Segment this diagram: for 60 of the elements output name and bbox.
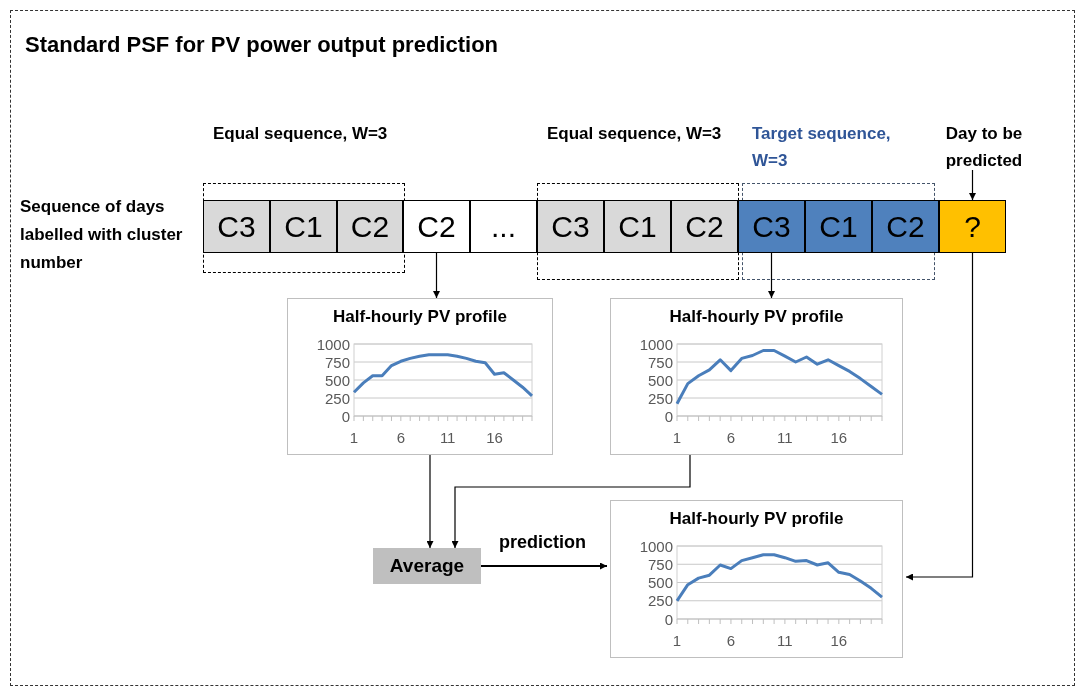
chart-title: Half-hourly PV profile [668, 509, 845, 529]
day-cell: ... [470, 200, 537, 253]
y-tick-label: 1000 [639, 335, 673, 353]
day-label: Day to be predicted [932, 120, 1036, 170]
y-tick-label: 750 [647, 353, 673, 371]
day-cell: C2 [671, 200, 738, 253]
arrow [768, 252, 775, 299]
y-tick-label: 0 [664, 407, 673, 425]
x-tick-label: 1 [672, 632, 682, 649]
y-tick-label: 0 [341, 407, 350, 425]
edge-label: prediction [497, 532, 588, 553]
diagram-title: Standard PSF for PV power output prediction [25, 32, 498, 58]
day-cell: C2 [337, 200, 403, 253]
x-tick-label: 11 [777, 429, 793, 446]
x-tick-label: 6 [726, 429, 736, 446]
y-tick-label: 500 [324, 371, 350, 389]
arrow [480, 562, 608, 570]
day-cell: C1 [604, 200, 671, 253]
day-cell: C1 [270, 200, 337, 253]
y-tick-label: 500 [647, 371, 673, 389]
x-tick-label: 6 [396, 429, 405, 446]
arrow [905, 252, 974, 581]
chart-title: Half-hourly PV profile [332, 307, 508, 327]
day-cell: C3 [738, 200, 805, 253]
y-tick-label: 1000 [639, 537, 673, 555]
day-cell: ? [939, 200, 1006, 253]
day-cell: C3 [203, 200, 270, 253]
x-tick-label: 1 [349, 429, 359, 446]
sequence-heading: Target sequence, W=3 [752, 123, 892, 172]
y-tick-label: 1000 [316, 335, 350, 353]
arrow [451, 454, 691, 549]
y-tick-label: 250 [324, 389, 350, 407]
average-box: Average [373, 548, 481, 584]
chart-panel [610, 298, 903, 455]
x-tick-label: 16 [830, 632, 848, 649]
y-tick-label: 250 [647, 592, 673, 610]
x-tick-label: 1 [672, 429, 682, 446]
y-tick-label: 500 [647, 574, 673, 591]
sequence-heading: Equal sequence, W=3 [213, 123, 388, 145]
y-tick-label: 750 [324, 353, 350, 371]
y-tick-label: 750 [647, 555, 673, 573]
y-tick-label: 0 [664, 610, 673, 628]
x-tick-label: 11 [439, 429, 456, 446]
chart-panel [610, 500, 903, 658]
chart-title: Half-hourly PV profile [668, 307, 845, 327]
y-tick-label: 250 [647, 389, 673, 407]
sequence-heading: Equal sequence, W=3 [547, 123, 722, 145]
x-tick-label: 16 [830, 429, 848, 446]
chart-panel [287, 298, 553, 455]
x-tick-label: 6 [726, 632, 736, 649]
arrow [433, 252, 440, 299]
x-tick-label: 16 [486, 429, 503, 446]
day-cell: C1 [805, 200, 872, 253]
day-cell: C3 [537, 200, 604, 253]
day-cell: C2 [403, 200, 470, 253]
arrow [426, 454, 434, 549]
day-cell: C2 [872, 200, 939, 253]
arrow [969, 169, 976, 201]
x-tick-label: 11 [777, 632, 793, 649]
row-label: Sequence of days labelled with cluster number [20, 196, 184, 274]
